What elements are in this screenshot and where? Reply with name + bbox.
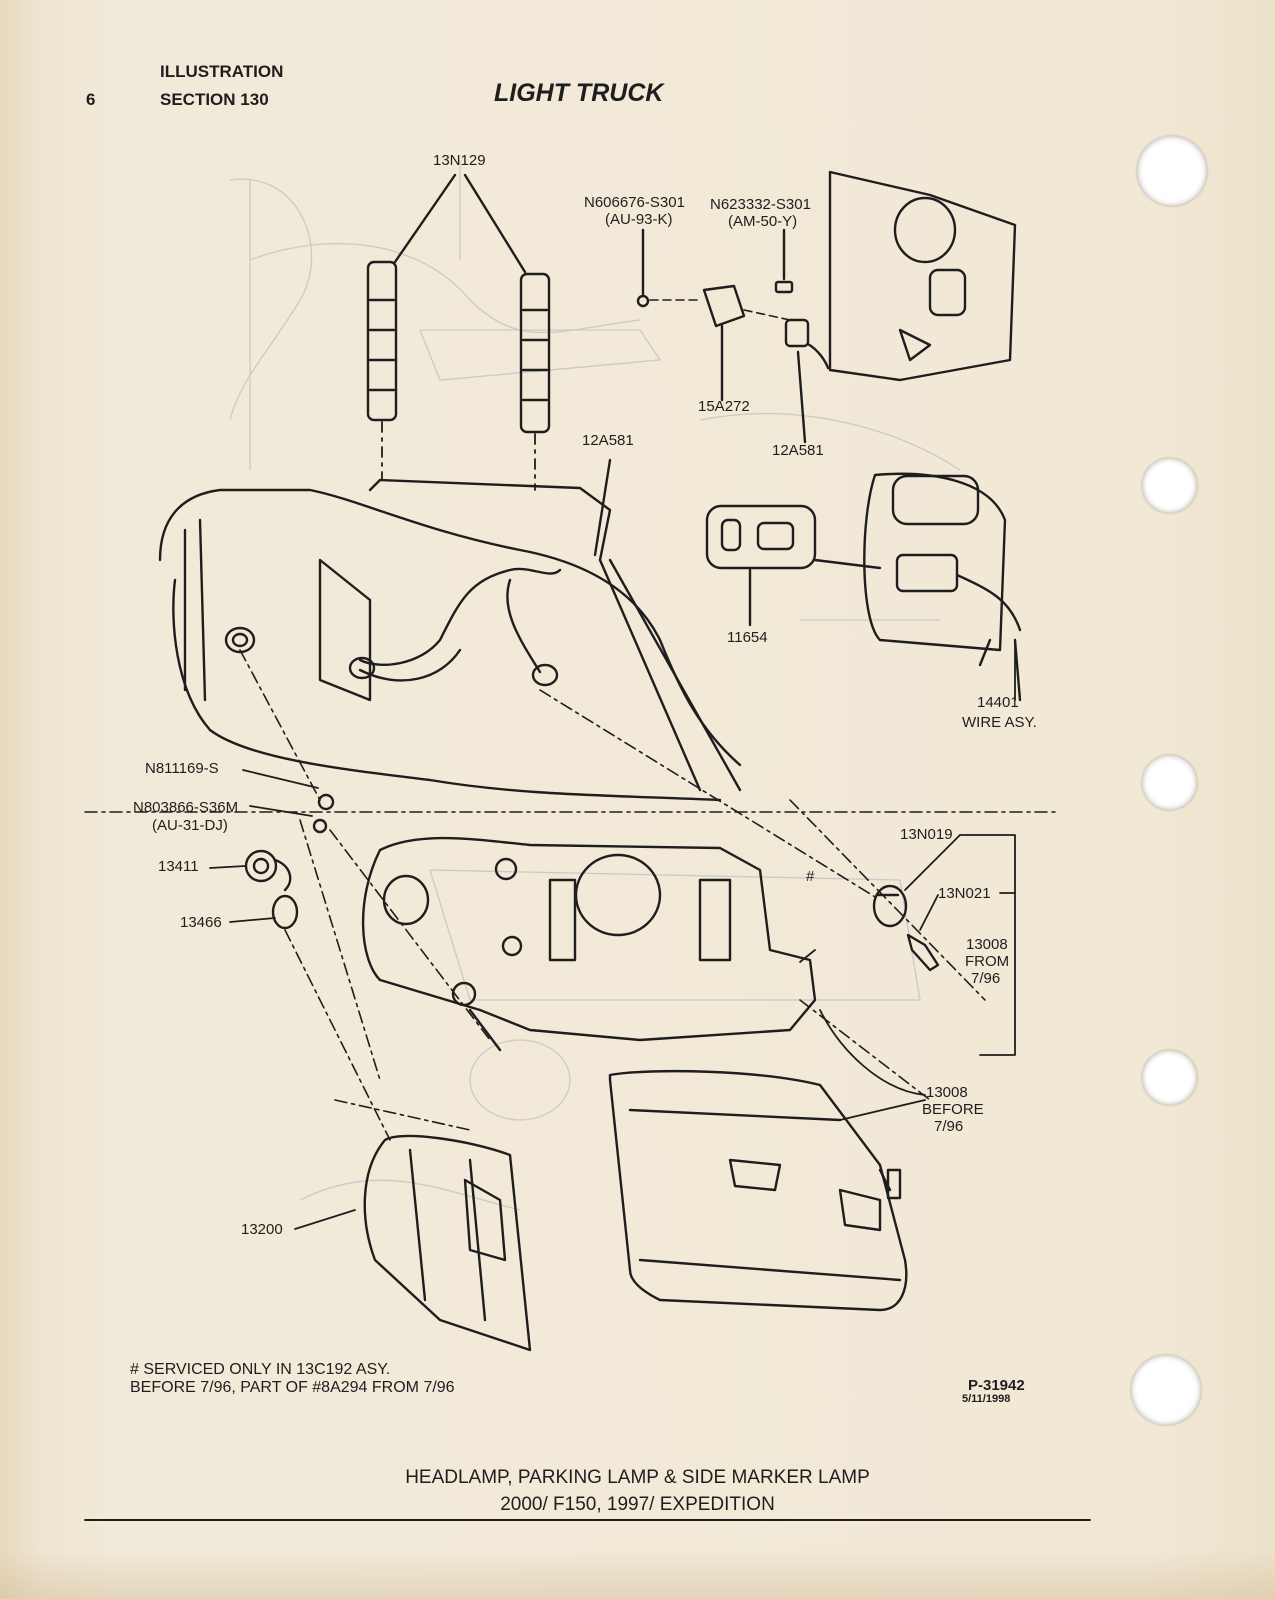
bulb-13n129-left (366, 260, 398, 422)
callout-13n021: 13N021 (938, 885, 991, 902)
footnote-line-1: # SERVICED ONLY IN 13C192 ASY. (130, 1361, 391, 1378)
binder-hole-1 (1137, 136, 1207, 206)
callout-13008-before-date: 7/96 (934, 1118, 964, 1135)
callout-15a272: 15A272 (698, 398, 750, 415)
caption-line-2: 2000/ F150, 1997/ EXPEDITION (500, 1494, 775, 1515)
fog-lamp-switch-11654 (705, 504, 882, 570)
callout-n623332-code: (AM-50-Y) (728, 213, 798, 230)
bulb-13466 (271, 894, 299, 930)
callout-13008-from: 13008 (966, 936, 1008, 953)
caption-line-1: HEADLAMP, PARKING LAMP & SIDE MARKER LAM… (405, 1467, 870, 1488)
page-number: 6 (86, 90, 96, 109)
callout-13008-before: 13008 (926, 1084, 968, 1101)
callout-13008-from-date: 7/96 (971, 970, 1001, 987)
callout-n606676-part: N606676-S301 (584, 194, 685, 211)
callout-n606676-code: (AU-93-K) (605, 211, 673, 228)
radiator-support-frame (158, 478, 742, 802)
harness-12a581 (348, 567, 562, 687)
callout-14401-wire: WIRE ASY. (962, 714, 1037, 731)
binder-hole-4 (1142, 1050, 1197, 1105)
connector-15a272 (702, 284, 830, 370)
callout-13n019: 13N019 (900, 826, 953, 843)
illustration-label: ILLUSTRATION (160, 62, 284, 81)
footnote-line-2: BEFORE 7/96, PART OF #8A294 FROM 7/96 (130, 1379, 455, 1396)
hash-mark: # (806, 868, 815, 885)
drawing-date: 5/11/1998 (962, 1393, 1011, 1405)
callout-13466: 13466 (180, 914, 222, 931)
wire-assembly-14401 (863, 472, 1022, 702)
bulb-13n129-right (519, 272, 551, 434)
callout-n811169: N811169-S (145, 760, 219, 777)
socket-13n019 (872, 884, 908, 928)
callout-n803866-code: (AU-31-DJ) (152, 817, 228, 834)
callout-13411: 13411 (158, 858, 199, 875)
callout-13008-before-word: BEFORE (922, 1101, 984, 1118)
page-title: LIGHT TRUCK (494, 79, 664, 107)
binder-hole-5 (1131, 1355, 1201, 1425)
callout-13n129: 13N129 (433, 152, 486, 169)
callout-12a581-a: 12A581 (582, 432, 634, 449)
drawing-number: P-31942 (968, 1377, 1025, 1394)
callout-14401: 14401 (977, 694, 1019, 711)
callout-12a581-b: 12A581 (772, 442, 824, 459)
bulb-13n021 (906, 933, 940, 972)
callout-13200: 13200 (241, 1221, 283, 1238)
binder-hole-2 (1142, 458, 1197, 513)
binder-hole-3 (1142, 755, 1197, 810)
headlamp-lens-13008 (608, 1069, 908, 1312)
callout-11654: 11654 (727, 629, 768, 646)
callout-n803866-part: N803866-S36M (133, 799, 239, 816)
section-label: SECTION 130 (160, 90, 269, 109)
body-panel (828, 170, 1017, 382)
socket-13411 (244, 849, 292, 892)
parking-lamp-13200 (363, 1134, 532, 1352)
callout-13008-from-word: FROM (965, 953, 1010, 970)
callout-n623332-part: N623332-S301 (710, 196, 811, 213)
